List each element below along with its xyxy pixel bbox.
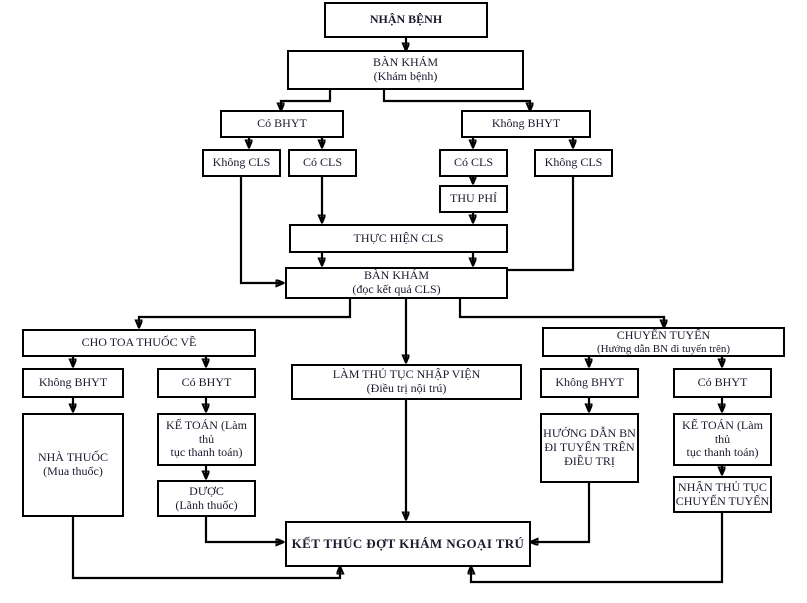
node-duoc[interactable]: DƯỢC (Lãnh thuốc)	[157, 480, 256, 517]
node-label-line1: NHÀ THUỐC	[37, 450, 109, 465]
node-label-line1: NHẬN THỦ TỤC	[678, 479, 767, 494]
node-label-line2: ĐI TUYẾN TRÊN	[544, 440, 635, 455]
node-co-bhyt-3[interactable]: Có BHYT	[673, 368, 772, 398]
node-label-line2: (Khám bệnh)	[373, 69, 438, 83]
node-ket-thuc-dot-kham-ngoai-tru[interactable]: KẾT THÚC ĐỢT KHÁM NGOẠI TRÚ	[285, 521, 531, 567]
node-label: Không CLS	[544, 155, 603, 170]
node-khong-bhyt-1[interactable]: Không BHYT	[461, 110, 591, 138]
node-cho-toa-thuoc-ve[interactable]: CHO TOA THUỐC VỀ	[22, 329, 256, 357]
node-thuc-hien-cls[interactable]: THỰC HIỆN CLS	[289, 224, 508, 253]
node-label-line1: LÀM THỦ TỤC NHẬP VIỆN	[332, 367, 481, 382]
node-lam-thu-tuc-nhap-vien[interactable]: LÀM THỦ TỤC NHẬP VIỆN (Điều trị nội trú)	[291, 364, 522, 400]
node-label-line2: CHUYỂN TUYẾN	[675, 493, 770, 508]
node-label-line1: HƯỚNG DẪN BN	[543, 426, 636, 441]
node-label: Có CLS	[302, 155, 342, 170]
node-label-line1: BÀN KHÁM	[372, 55, 438, 70]
node-label: Không BHYT	[555, 375, 624, 390]
node-label-line1: CHUYỂN TUYẾN	[616, 327, 711, 342]
node-nhan-benh[interactable]: NHẬN BỆNH	[324, 2, 488, 38]
node-label: CHO TOA THUỐC VỀ	[81, 335, 197, 350]
node-label: Có BHYT	[697, 375, 748, 390]
node-label-line1: DƯỢC	[189, 483, 224, 498]
node-nhan-thu-tuc-chuyen-tuyen[interactable]: NHẬN THỦ TỤC CHUYỂN TUYẾN	[673, 476, 772, 513]
node-huong-dan-bn-di-tuyen-tren[interactable]: HƯỚNG DẪN BN ĐI TUYẾN TRÊN ĐIỀU TRỊ	[540, 413, 639, 483]
node-label-line2: (Điều trị nội trú)	[366, 381, 447, 395]
node-label: Có BHYT	[181, 375, 232, 390]
node-label: THU PHÍ	[450, 191, 497, 206]
node-co-bhyt-1[interactable]: Có BHYT	[220, 110, 344, 138]
node-label: THỰC HIỆN CLS	[353, 230, 444, 245]
node-khong-bhyt-2[interactable]: Không BHYT	[22, 368, 124, 398]
node-label: Không CLS	[212, 155, 271, 170]
node-label-line2: tục thanh toán)	[170, 445, 243, 460]
node-thu-phi[interactable]: THU PHÍ	[439, 185, 508, 213]
node-ke-toan-1[interactable]: KẾ TOÁN (Làm thủ tục thanh toán)	[157, 413, 256, 466]
node-label: Có BHYT	[257, 116, 307, 131]
node-label: Không BHYT	[38, 375, 108, 390]
node-ke-toan-2[interactable]: KẾ TOÁN (Làm thủ tục thanh toán)	[673, 413, 772, 466]
node-label-line2: (Lãnh thuốc)	[175, 497, 238, 512]
node-label-line2: tục thanh toán)	[686, 445, 759, 460]
node-chuyen-tuyen[interactable]: CHUYỂN TUYẾN (Hướng dẫn BN đi tuyến trên…	[542, 327, 785, 357]
node-ban-kham-doc-ket-qua[interactable]: BÀN KHÁM (đọc kết quả CLS)	[285, 267, 508, 299]
node-ban-kham[interactable]: BÀN KHÁM (Khám bệnh)	[287, 50, 524, 90]
node-label-line2: (Hướng dẫn BN đi tuyến trên)	[596, 342, 731, 355]
node-label: Có CLS	[453, 155, 493, 170]
node-label-line1: KẾ TOÁN (Làm thủ	[682, 417, 763, 446]
node-label-line2: (đọc kết quả CLS)	[352, 282, 441, 296]
node-khong-cls-right[interactable]: Không CLS	[534, 149, 613, 177]
node-khong-bhyt-3[interactable]: Không BHYT	[540, 368, 639, 398]
node-co-cls-right[interactable]: Có CLS	[439, 149, 508, 177]
node-nha-thuoc[interactable]: NHÀ THUỐC (Mua thuốc)	[22, 413, 124, 517]
node-co-cls-left[interactable]: Có CLS	[288, 149, 357, 177]
node-label-line2: (Mua thuốc)	[43, 464, 103, 478]
node-label-line1: KẾ TOÁN (Làm thủ	[166, 417, 247, 446]
node-label: KẾT THÚC ĐỢT KHÁM NGOẠI TRÚ	[291, 535, 525, 551]
node-co-bhyt-2[interactable]: Có BHYT	[157, 368, 256, 398]
node-label-line1: BÀN KHÁM	[363, 268, 429, 283]
node-label: NHẬN BỆNH	[369, 12, 443, 27]
node-label-line3: ĐIỀU TRỊ	[564, 453, 615, 468]
node-label: Không BHYT	[491, 116, 561, 131]
node-khong-cls-left[interactable]: Không CLS	[202, 149, 281, 177]
